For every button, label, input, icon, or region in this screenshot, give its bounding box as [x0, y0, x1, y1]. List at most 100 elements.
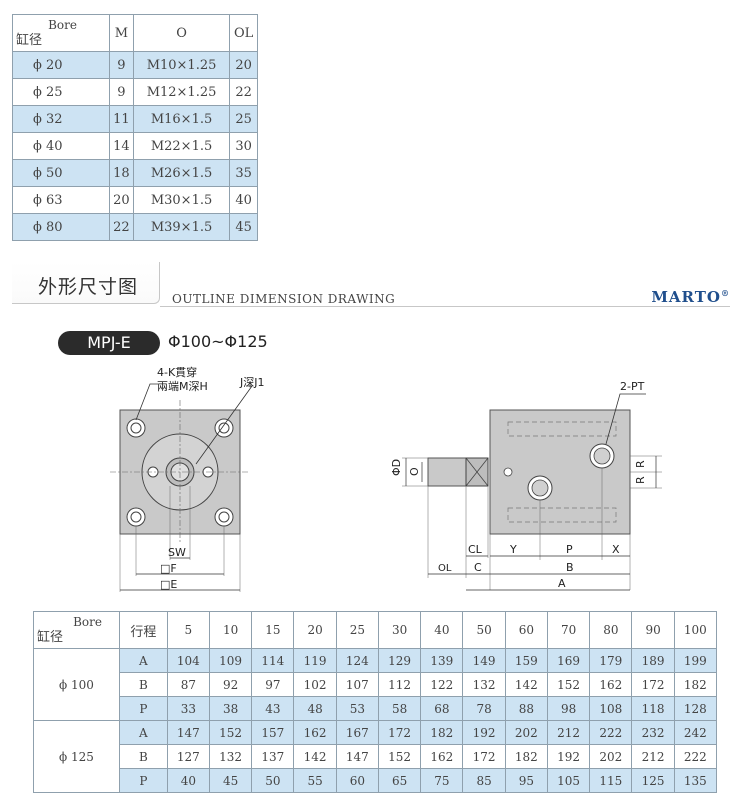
header-divider	[160, 306, 730, 307]
value-cell: 152	[377, 744, 422, 769]
value-cell: M10×1.25	[132, 51, 231, 79]
stroke-column-header: 40	[420, 611, 464, 649]
value-cell: 162	[589, 672, 633, 697]
label-holes-line2: 兩端M深H	[157, 380, 208, 393]
bore-cell: ϕ 25	[12, 78, 110, 106]
dimension-label-cell: A	[119, 648, 168, 673]
value-cell: 192	[462, 720, 506, 745]
label-a: A	[558, 577, 566, 590]
dimension-label-cell: P	[119, 768, 168, 793]
label-cl: CL	[468, 543, 483, 556]
value-cell: 40	[166, 768, 210, 793]
value-cell: 18	[108, 159, 134, 187]
value-cell: 182	[420, 720, 464, 745]
bore-cell: ϕ 63	[12, 186, 110, 214]
value-cell: 169	[546, 648, 591, 673]
value-cell: 65	[377, 768, 422, 793]
value-cell: 55	[293, 768, 337, 793]
label-f: □F	[160, 562, 177, 575]
stroke-column-header: 10	[208, 611, 253, 649]
value-cell: 132	[462, 672, 506, 697]
value-cell: 58	[377, 696, 422, 721]
bore-cell: ϕ 40	[12, 132, 110, 160]
value-cell: 172	[631, 672, 675, 697]
value-cell: 38	[208, 696, 253, 721]
stroke-column-header: 5	[166, 611, 210, 649]
dimension-label-cell: A	[119, 720, 168, 745]
value-cell: 95	[504, 768, 548, 793]
stroke-column-header: 25	[335, 611, 379, 649]
dimension-label-cell: B	[119, 744, 168, 769]
value-cell: 20	[108, 186, 134, 214]
label-e: □E	[160, 578, 177, 591]
side-view-drawing: 2-PT ΦD O R R CL Y P X OL C B A	[390, 380, 662, 591]
bore-cell: ϕ 32	[12, 105, 110, 133]
bore-cell: ϕ 100	[33, 648, 120, 721]
value-cell: 232	[631, 720, 675, 745]
front-view-drawing: 4-K貫穿 兩端M深H J深J1 SW □F □E	[110, 365, 265, 592]
stroke-column-header: 60	[504, 611, 548, 649]
value-cell: 22	[229, 78, 258, 106]
value-cell: 45	[208, 768, 253, 793]
value-cell: 75	[420, 768, 464, 793]
corner-hole-tl	[126, 418, 146, 438]
stroke-header: 行程	[119, 611, 168, 649]
bore-cell: ϕ 20	[12, 51, 110, 79]
value-cell: 128	[673, 696, 718, 721]
value-cell: 202	[589, 744, 633, 769]
value-cell: 40	[229, 186, 258, 214]
value-cell: 9	[108, 78, 134, 106]
value-cell: 242	[673, 720, 718, 745]
section-title: 外形尺寸图	[38, 276, 139, 298]
value-cell: 162	[420, 744, 464, 769]
value-cell: 212	[546, 720, 591, 745]
value-cell: 189	[631, 648, 675, 673]
value-cell: 199	[673, 648, 718, 673]
label-j: J深J1	[239, 376, 265, 389]
value-cell: 182	[504, 744, 548, 769]
bore-cell: ϕ 50	[12, 159, 110, 187]
value-cell: 22	[108, 213, 134, 241]
value-cell: 142	[293, 744, 337, 769]
label-holes-line1: 4-K貫穿	[157, 365, 197, 379]
corner-hole-tr	[214, 418, 234, 438]
stroke-column-header: 90	[631, 611, 675, 649]
brand-name: MARTO	[651, 288, 721, 306]
value-cell: 88	[504, 696, 548, 721]
value-cell: 179	[589, 648, 633, 673]
value-cell: M16×1.5	[132, 105, 231, 133]
value-cell: 142	[504, 672, 548, 697]
value-cell: 149	[462, 648, 506, 673]
value-cell: 33	[166, 696, 210, 721]
bore-cell: ϕ 125	[33, 720, 120, 793]
value-cell: 112	[377, 672, 422, 697]
value-cell: 92	[208, 672, 253, 697]
value-cell: 35	[229, 159, 258, 187]
value-cell: M12×1.25	[132, 78, 231, 106]
column-header-ol: OL	[229, 14, 258, 52]
bore-cell: ϕ 80	[12, 213, 110, 241]
value-cell: 135	[673, 768, 718, 793]
stroke-column-header: 50	[462, 611, 506, 649]
value-cell: 137	[251, 744, 295, 769]
value-cell: 162	[293, 720, 337, 745]
value-cell: 107	[335, 672, 379, 697]
value-cell: 114	[251, 648, 295, 673]
value-cell: 129	[377, 648, 422, 673]
value-cell: 147	[335, 744, 379, 769]
dimension-label-cell: B	[119, 672, 168, 697]
value-cell: 152	[546, 672, 591, 697]
value-cell: 97	[251, 672, 295, 697]
value-cell: 25	[229, 105, 258, 133]
value-cell: 192	[546, 744, 591, 769]
value-cell: 212	[631, 744, 675, 769]
bore-header-cn: 缸径	[37, 630, 64, 645]
value-cell: 98	[546, 696, 591, 721]
